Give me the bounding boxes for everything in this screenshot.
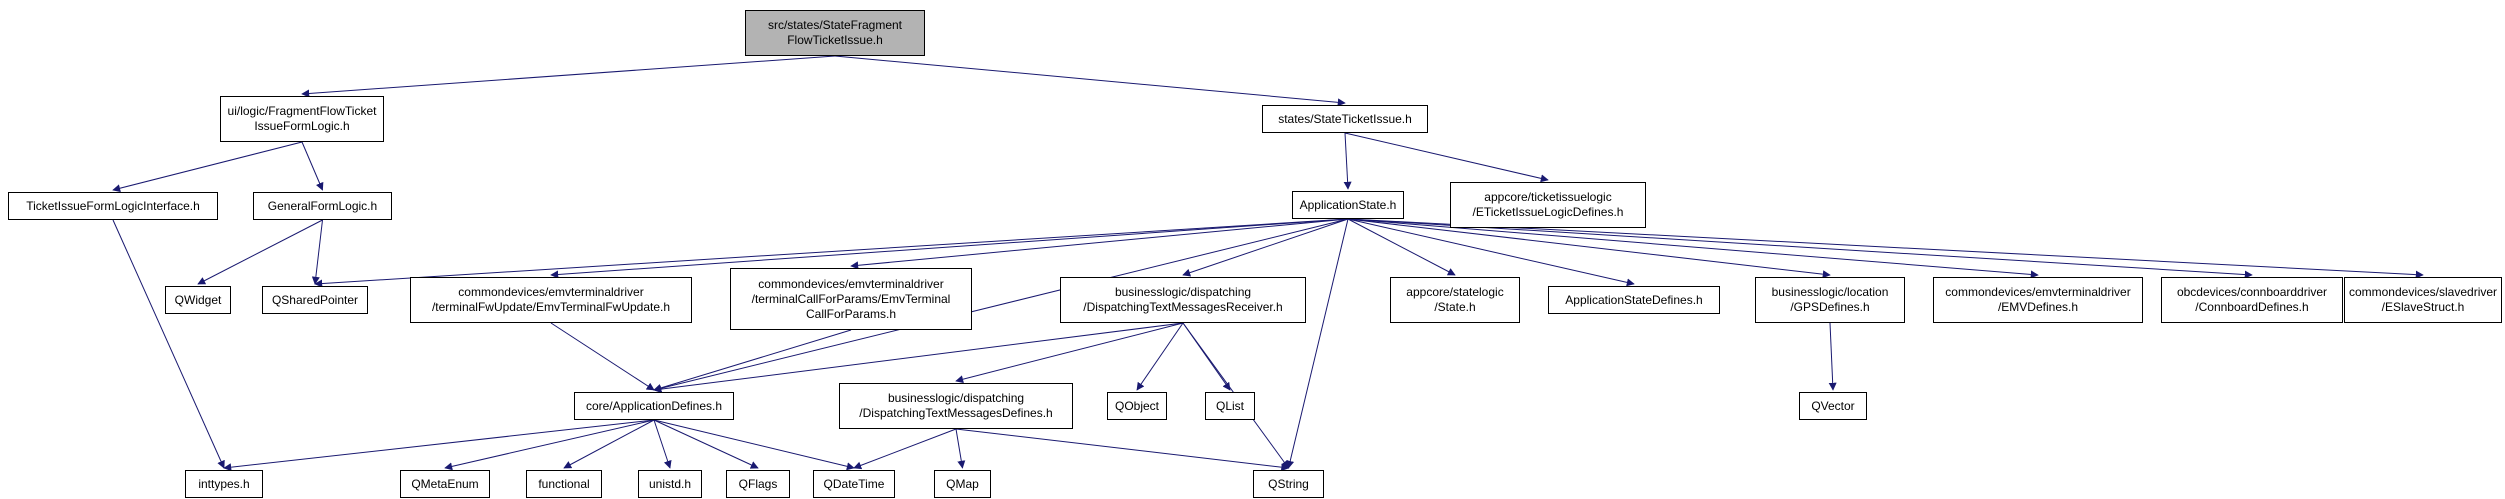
node-label-line: obcdevices/connboarddriver [2176,285,2328,299]
node-label-line: appcore/statelogic [1406,285,1504,299]
graph-node-emv-terminal-fw-update[interactable]: commondevices/emvterminaldriver /termina… [410,277,692,323]
graph-node-qdatetime[interactable]: QDateTime [813,470,895,498]
node-label-line: /ETicketIssueLogicDefines.h [1472,205,1624,219]
node-label-line: /terminalFwUpdate/EmvTerminalFwUpdate.h [431,300,671,314]
graph-node-application-state-defines[interactable]: ApplicationStateDefines.h [1548,286,1720,314]
graph-node-fragment-flow-ticket-issue-form-logic[interactable]: ui/logic/FragmentFlowTicket IssueFormLog… [220,96,384,142]
graph-node-dispatching-text-messages-defines[interactable]: businesslogic/dispatching /DispatchingTe… [839,383,1073,429]
node-label-line: /DispatchingTextMessagesReceiver.h [1083,300,1283,314]
node-label-line: QList [1215,398,1244,413]
node-label-line: /GPSDefines.h [1790,300,1870,314]
node-label-line: businesslogic/dispatching [887,391,1025,405]
node-label-line: functional [538,476,590,491]
graph-node-emv-defines[interactable]: commondevices/emvterminaldriver /EMVDefi… [1933,277,2143,323]
graph-node-application-state[interactable]: ApplicationState.h [1292,191,1404,219]
graph-node-qvector[interactable]: QVector [1799,392,1867,420]
node-label-line: /terminalCallForParams/EmvTerminal [751,291,951,306]
node-label-line: QDateTime [823,476,885,491]
node-label-line: QWidget [174,292,222,307]
node-label-line: ApplicationStateDefines.h [1565,292,1703,307]
graph-node-qmap[interactable]: QMap [934,470,991,498]
node-label-line: QObject [1114,398,1159,413]
node-label-line: commondevices/emvterminaldriver [758,276,944,291]
graph-node-root-header[interactable]: src/states/StateFragment FlowTicketIssue… [745,10,925,56]
graph-node-eslave-struct[interactable]: commondevices/slavedriver /ESlaveStruct.… [2344,277,2502,323]
node-label-line: ui/logic/FragmentFlowTicket [227,104,377,118]
node-label-line: states/StateTicketIssue.h [1278,111,1412,126]
node-label-line: CallForParams.h [805,306,897,321]
graph-node-general-form-logic[interactable]: GeneralFormLogic.h [253,192,392,220]
node-label-line: FlowTicketIssue.h [787,33,883,47]
graph-node-eticket-issue-logic-defines[interactable]: appcore/ticketissuelogic /ETicketIssueLo… [1450,182,1646,228]
graph-node-inttypes[interactable]: inttypes.h [185,470,263,498]
node-label-line: src/states/StateFragment [767,18,903,32]
node-label-line: /ConnboardDefines.h [2195,300,2309,314]
node-label-line: QMetaEnum [411,476,479,491]
node-label-line: QMap [946,476,979,491]
graph-node-qmetaenum[interactable]: QMetaEnum [400,470,490,498]
node-label-line: TicketIssueFormLogicInterface.h [26,198,200,213]
graph-node-gps-defines[interactable]: businesslogic/location /GPSDefines.h [1755,277,1905,323]
graph-node-statelogic-state[interactable]: appcore/statelogic /State.h [1390,277,1520,323]
node-label-line: businesslogic/location [1771,285,1889,299]
graph-node-functional[interactable]: functional [526,470,602,498]
node-label-line: QSharedPointer [271,292,359,307]
node-label-line: appcore/ticketissuelogic [1484,190,1612,204]
graph-node-unistd[interactable]: unistd.h [638,470,702,498]
graph-node-qstring[interactable]: QString [1253,470,1324,498]
graph-node-emv-terminal-call-for-params[interactable]: commondevices/emvterminaldriver /termina… [730,268,972,330]
node-label-line: /State.h [1434,300,1476,314]
node-label-line: unistd.h [648,476,692,491]
node-label-line: QString [1268,476,1309,491]
node-label-line: /DispatchingTextMessagesDefines.h [859,406,1053,420]
graph-node-qflags[interactable]: QFlags [726,470,790,498]
node-label-line: commondevices/slavedriver [2348,285,2498,299]
graph-node-qobject[interactable]: QObject [1107,392,1167,420]
node-label-line: QVector [1811,398,1855,413]
node-label-line: commondevices/emvterminaldriver [1945,285,2131,299]
node-label-line: QFlags [738,476,778,491]
node-label-line: IssueFormLogic.h [254,119,350,133]
node-label-line: core/ApplicationDefines.h [585,398,723,413]
graph-node-qsharedpointer[interactable]: QSharedPointer [262,286,368,314]
node-label-line: GeneralFormLogic.h [267,198,378,213]
graph-node-core-application-defines[interactable]: core/ApplicationDefines.h [574,392,734,420]
graph-node-qwidget[interactable]: QWidget [165,286,231,314]
graph-node-connboard-defines[interactable]: obcdevices/connboarddriver /ConnboardDef… [2161,277,2343,323]
graph-node-dispatching-text-messages-receiver[interactable]: businesslogic/dispatching /DispatchingTe… [1060,277,1306,323]
node-label-line: ApplicationState.h [1299,197,1397,212]
graph-node-state-ticket-issue[interactable]: states/StateTicketIssue.h [1262,105,1428,133]
graph-node-ticket-issue-form-logic-interface[interactable]: TicketIssueFormLogicInterface.h [8,192,218,220]
node-label-line: inttypes.h [198,476,250,491]
node-label-line: /ESlaveStruct.h [2381,300,2465,314]
node-label-line: /EMVDefines.h [1997,300,2079,314]
node-label-line: businesslogic/dispatching [1114,285,1252,299]
graph-node-qlist[interactable]: QList [1205,392,1255,420]
node-label-line: commondevices/emvterminaldriver [458,285,644,299]
